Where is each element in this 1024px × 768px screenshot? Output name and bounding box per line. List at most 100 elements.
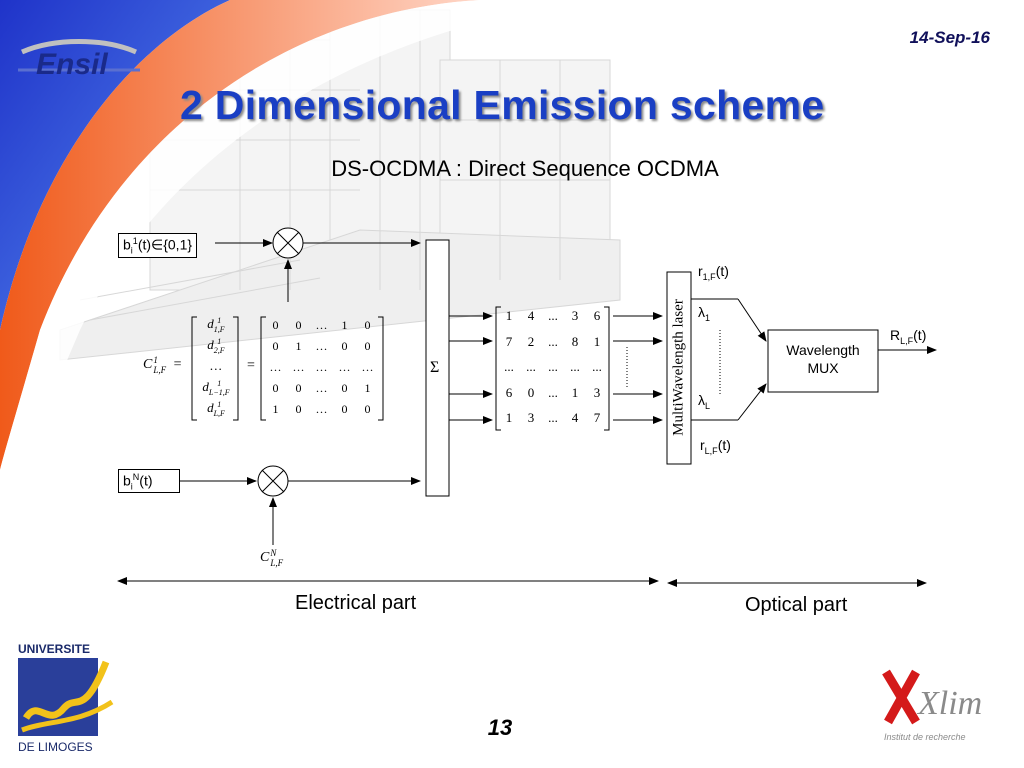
page-number: 13: [487, 715, 513, 740]
matrix-cell: 1: [341, 318, 348, 332]
universite-logo-bottom-text: DE LIMOGES: [18, 740, 93, 754]
matrix-cell: ...: [548, 359, 558, 374]
matrix-cell: ...: [526, 359, 536, 374]
rL-label: rL,F(t): [700, 437, 731, 456]
slide-title: 2 Dimensional Emission scheme: [180, 82, 825, 128]
blue-swoosh: [0, 0, 230, 330]
matrix-cell: 0: [272, 381, 279, 395]
matrix-cell: 0: [341, 339, 348, 353]
matrix-cell: ...: [570, 359, 580, 374]
matrix-cell: 4: [527, 308, 535, 323]
matrix-cell: …: [315, 339, 328, 353]
matrix-cell: 0: [527, 384, 535, 400]
matrix-cell: 6: [593, 308, 601, 323]
sum-symbol: Σ: [430, 359, 439, 376]
r1-label: r1,F(t): [698, 263, 729, 282]
matrix-cell: 2: [527, 333, 535, 349]
matrix-row: ...............: [498, 359, 608, 385]
slide-date: 14-Sep-16: [909, 28, 990, 47]
universite-limoges-logo: UNIVERSITE DE LIMOGES: [10, 636, 122, 758]
matrix-cell: 1: [571, 384, 579, 400]
matrix-cell: 0: [364, 318, 371, 332]
input-bit-bottom: biN(t): [118, 469, 180, 493]
optical-part-label: Optical part: [745, 594, 848, 616]
matrix-row: 0 1 … 0 0: [264, 339, 382, 360]
lambdaL-label: λL: [698, 392, 711, 411]
universite-logo-top-text: UNIVERSITE: [18, 642, 91, 656]
matrix-cell: ...: [548, 333, 558, 349]
matrix-cell: 0: [272, 339, 279, 353]
matrix-cell: 3: [571, 308, 579, 323]
matrix-cell: 0: [295, 381, 302, 395]
matrix-cell: …: [315, 381, 328, 395]
vector-entry: …: [210, 358, 222, 373]
matrix-cell: ...: [592, 359, 602, 374]
lambda1-label: λ1: [698, 304, 711, 323]
matrix-cell: 0: [364, 339, 371, 353]
summation-box: [425, 239, 450, 497]
output-label: RL,F(t): [890, 327, 927, 346]
matrix-cell: 7: [593, 410, 601, 425]
laser-box: [666, 271, 692, 465]
mux-line1: Wavelength: [786, 342, 860, 358]
matrix-cell: …: [269, 360, 282, 374]
matrix-cell: 4: [571, 410, 579, 425]
input-bit-top: bi1(t)∈{0,1}: [118, 233, 198, 259]
red-swoosh: [0, 0, 480, 470]
matrix-cell: 7: [505, 333, 513, 349]
matrix-row: … … … … …: [264, 360, 382, 381]
ensil-logo-text: Ensil: [36, 48, 108, 81]
matrix-row: 0 0 … 1 0: [264, 318, 382, 339]
matrix-cell: …: [315, 402, 328, 416]
electrical-part-label: Electrical part: [295, 592, 417, 614]
matrix-cell: 1: [593, 333, 601, 349]
matrix-row: 0 0 … 0 1: [264, 381, 382, 402]
matrix-cell: …: [315, 318, 328, 332]
ensil-logo: Ensil: [14, 30, 144, 90]
matrix-cell: 1: [364, 381, 371, 395]
mux-label: Wavelength MUX: [769, 338, 877, 377]
matrix-cell: 1: [272, 402, 279, 416]
matrix-cell: 6: [505, 384, 513, 400]
matrix-cell: …: [338, 360, 351, 374]
matrix-cell: 0: [295, 318, 302, 332]
matrix-cell: 8: [571, 333, 579, 349]
matrix-cell: 3: [527, 410, 535, 425]
matrix-cell: ...: [548, 308, 558, 323]
mux-box: [767, 329, 879, 393]
equation-equals: =: [247, 358, 255, 373]
mux-line2: MUX: [807, 360, 839, 376]
matrix-cell: …: [361, 360, 374, 374]
xlim-logo: Xlim Institut de recherche: [876, 662, 1006, 750]
xlim-logo-subtitle: Institut de recherche: [884, 732, 966, 742]
matrix-cell: 0: [364, 402, 371, 416]
matrix-cell: ...: [504, 359, 514, 374]
matrix-cell: 1: [295, 339, 302, 353]
matrix-cell: 0: [272, 318, 279, 332]
matrix-cell: ...: [548, 410, 558, 425]
matrix-cell: …: [315, 360, 328, 374]
xlim-logo-text: Xlim: [916, 685, 982, 722]
matrix-cell: 3: [593, 384, 601, 400]
matrix-cell: 0: [341, 381, 348, 395]
matrix-cell: ...: [548, 384, 558, 400]
matrix-cell: 1: [505, 410, 513, 425]
matrix-cell: 0: [341, 402, 348, 416]
matrix-cell: …: [292, 360, 305, 374]
